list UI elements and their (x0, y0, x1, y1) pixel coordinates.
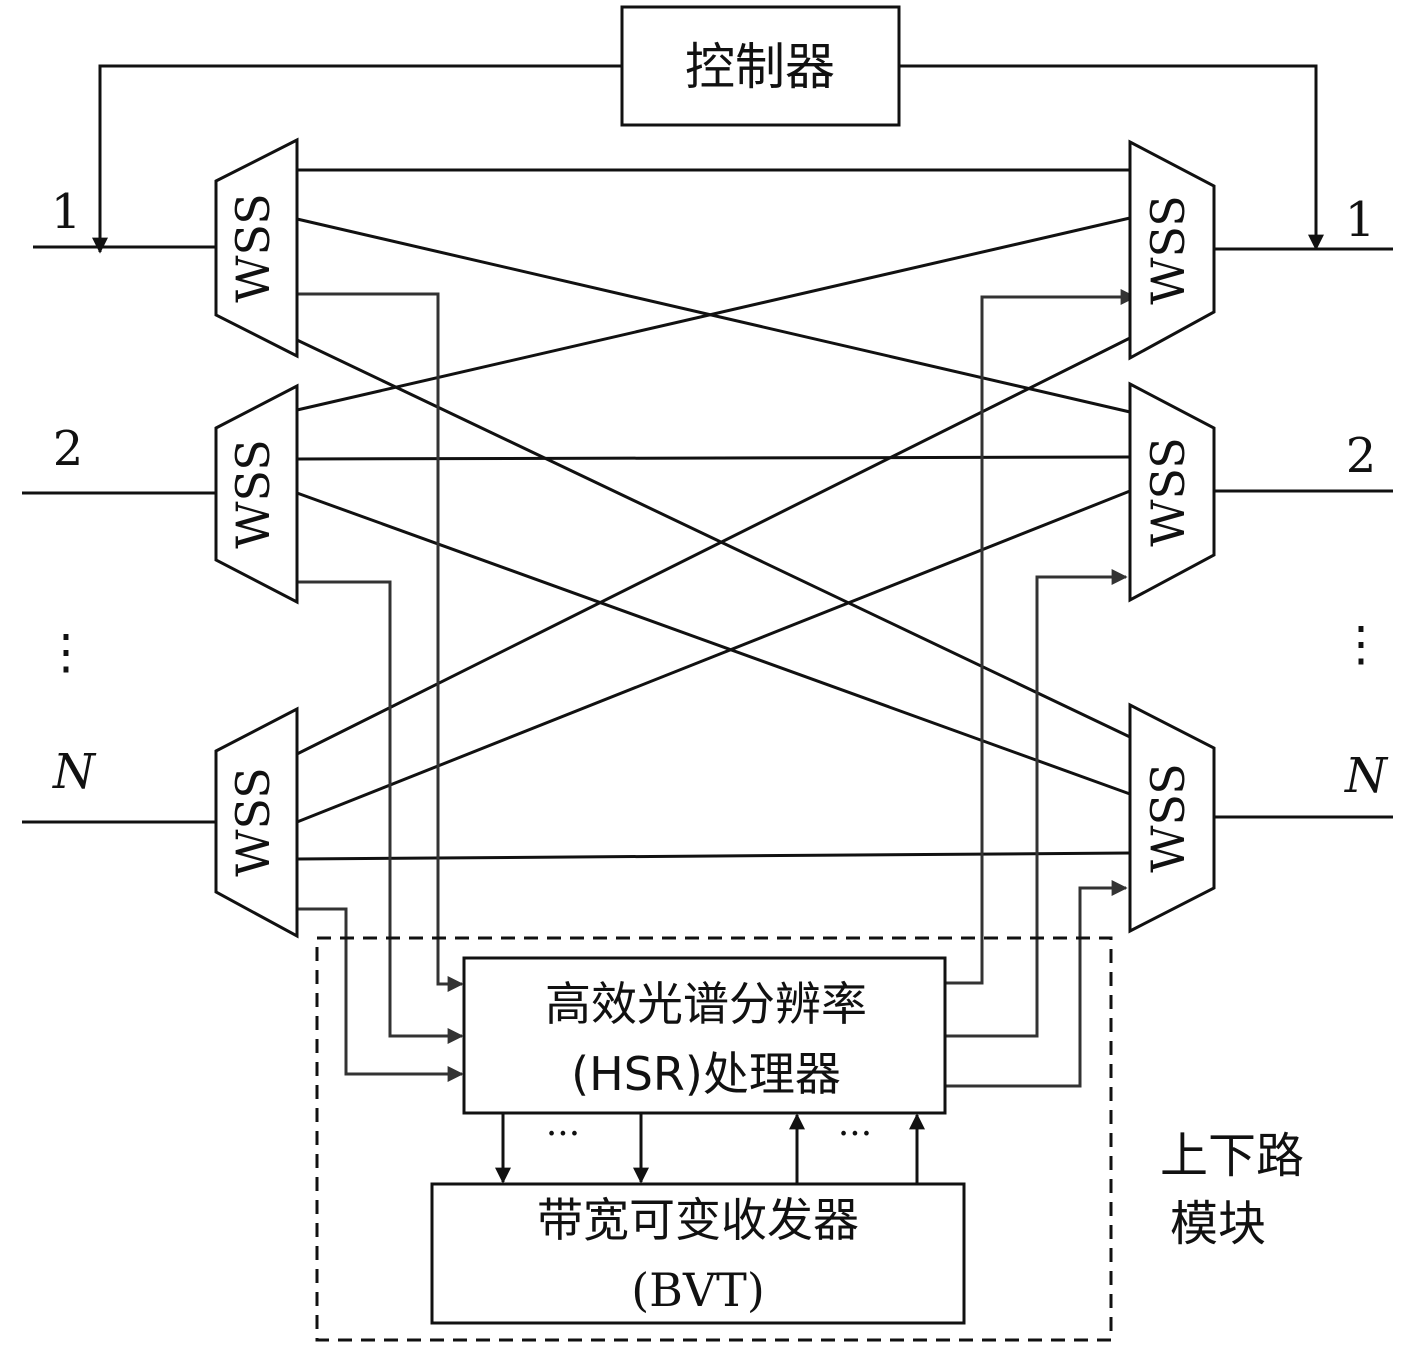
link-ln-rn (296, 851, 1131, 861)
port-label-left-2: 2 (53, 421, 84, 477)
add-drop-boundary (315, 936, 1113, 1342)
cross-connects (296, 168, 1131, 861)
wss-right-1: WSS (1128, 139, 1216, 361)
add-path-1 (946, 289, 1137, 985)
bvt-label-line2: (BVT) (631, 1263, 765, 1317)
wss-right-n: WSS (1128, 702, 1216, 934)
link-l1-rn (296, 338, 1131, 739)
wss-right-2: WSS (1128, 381, 1216, 603)
add-paths (941, 289, 1137, 1088)
control-line-right (899, 64, 1324, 251)
hsr-label-line1: 高效光谱分辨率 (545, 977, 867, 1031)
wss-left-2-label: WSS (226, 439, 280, 549)
port-label-right-2: 2 (1346, 428, 1377, 484)
add-drop-module: 上下路 模块 (315, 936, 1304, 1342)
link-ln-r2 (296, 489, 1131, 824)
add-path-n (941, 880, 1128, 1088)
port-ellipsis-right: ⋮ (1337, 616, 1385, 672)
drop-path-1 (297, 292, 464, 992)
hsr-bvt-links (495, 1113, 925, 1184)
port-ellipsis-left: ⋮ (42, 624, 90, 680)
link-ln-r1 (296, 336, 1131, 756)
port-label-right-n: N (1344, 748, 1389, 804)
bvt-label-line1: 带宽可变收发器 (537, 1193, 859, 1247)
add-path-2 (946, 569, 1128, 1038)
wss-left-n: WSS (214, 706, 299, 939)
hsr-label-line2: (HSR)处理器 (571, 1047, 841, 1101)
controller: 控制器 (620, 5, 901, 127)
control-lines (92, 64, 1324, 254)
link-l2-rn (296, 491, 1131, 796)
control-line-left (92, 64, 622, 254)
drop-path-n (297, 907, 464, 1082)
link-l2-r2 (296, 455, 1131, 461)
port-label-left-1: 1 (51, 184, 82, 240)
wss-left-2: WSS (214, 383, 299, 605)
link-l2-r1 (296, 216, 1131, 412)
port-lines (22, 245, 1393, 824)
drop-path-2 (297, 580, 464, 1044)
wss-left-1: WSS (214, 137, 299, 359)
add-drop-label-line2: 模块 (1170, 1196, 1266, 1252)
drop-paths (297, 292, 464, 1082)
wss-right-n-label: WSS (1141, 763, 1195, 873)
wss-left-n-label: WSS (226, 767, 280, 877)
port-labels: 1 2 ⋮ N 1 2 ⋮ N (42, 184, 1389, 804)
wss-right-1-label: WSS (1141, 195, 1195, 305)
down-arrows-ellipsis: ··· (546, 1114, 580, 1155)
controller-label: 控制器 (685, 38, 835, 96)
wss-right-2-label: WSS (1141, 437, 1195, 547)
port-label-right-1: 1 (1345, 192, 1376, 248)
up-arrows-ellipsis: ··· (838, 1114, 872, 1155)
bvt-transceiver: 带宽可变收发器 (BVT) (430, 1182, 966, 1325)
add-drop-label-line1: 上下路 (1160, 1128, 1304, 1184)
hsr-processor: 高效光谱分辨率 (HSR)处理器 (462, 956, 947, 1115)
wss-left-1-label: WSS (226, 193, 280, 303)
port-label-left-n: N (52, 744, 97, 800)
